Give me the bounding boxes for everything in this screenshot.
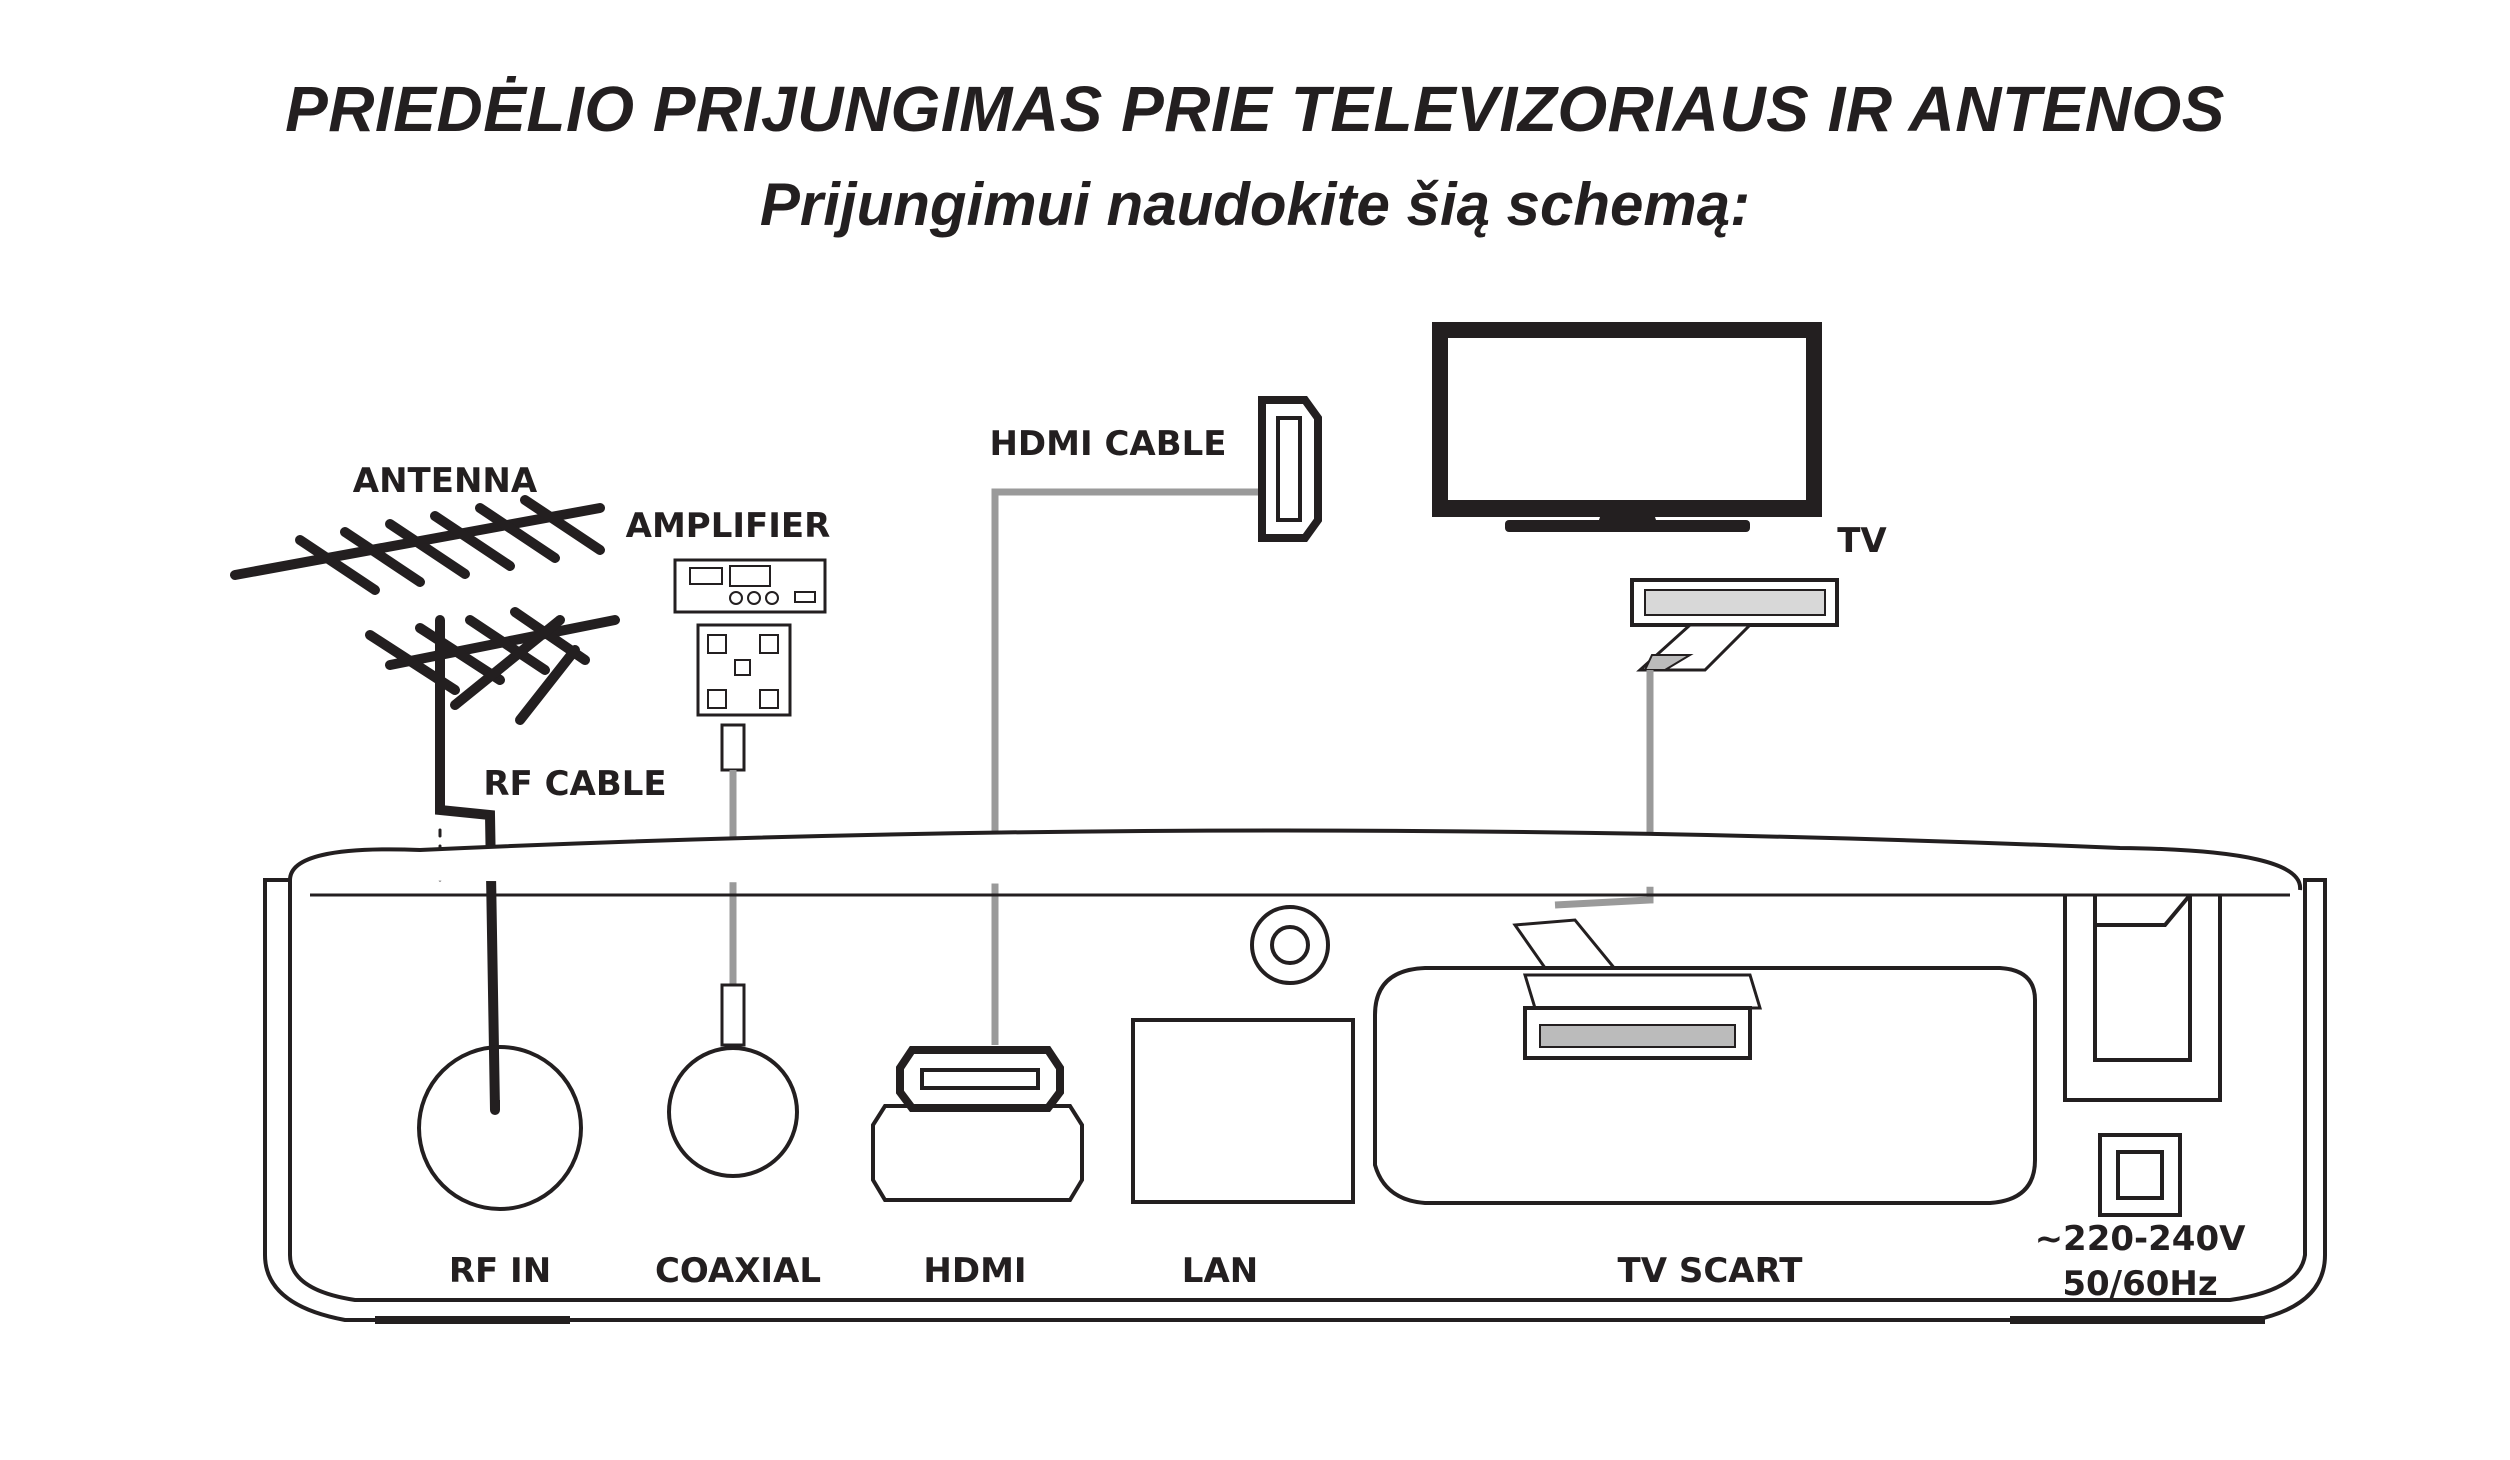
hdmi-cable-label: HDMI CABLE [989,424,1226,464]
coaxial-label: COAXIAL [655,1251,821,1291]
rf-in-label: RF IN [449,1251,551,1291]
hdmi-label: HDMI [923,1251,1026,1291]
diagram-subtitle: Prijungimui naudokite šią schemą: [759,171,1751,238]
antenna-icon [230,495,620,1115]
hdmi-port [871,1046,1084,1202]
coaxial-cable [720,723,746,1047]
power-section [2063,893,2222,1217]
coaxial-port [667,1046,799,1178]
antenna-label: ANTENNA [353,461,538,501]
rf-cable-label: RF CABLE [483,764,666,804]
power-voltage-label: ~220-240V [2035,1219,2247,1259]
tv-scart-label: TV SCART [1618,1251,1804,1291]
scart-cable [1512,578,1839,977]
tv-label: TV [1837,521,1887,561]
amplifier-icon [673,558,827,717]
lan-port [1131,905,1355,1204]
lan-label: LAN [1182,1251,1258,1291]
hdmi-plug-icon [1258,396,1322,542]
amplifier-label: AMPLIFIER [626,506,831,546]
hdmi-cable [991,488,1262,1045]
tv-icon [1432,322,1822,532]
diagram-title: PRIEDĖLIO PRIJUNGIMAS PRIE TELEVIZORIAUS… [285,73,2225,145]
tv-scart-port [1373,966,2037,1205]
receiver-back-panel [263,828,2327,1324]
power-frequency-label: 50/60Hz [2062,1264,2217,1304]
rf-in-port [417,1045,583,1211]
